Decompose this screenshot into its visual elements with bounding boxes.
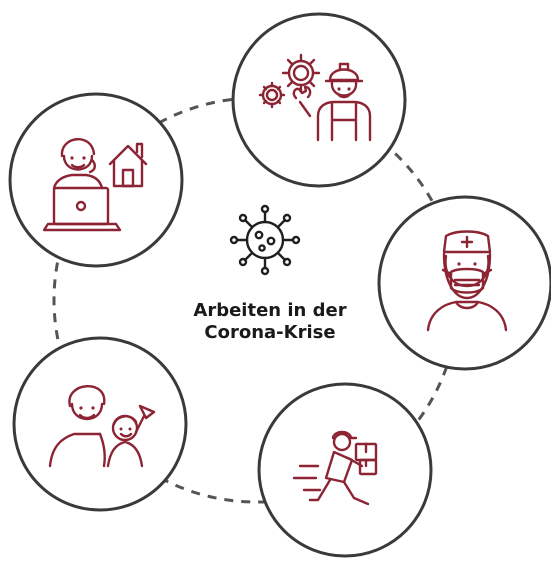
- node-craftsman: [231, 12, 407, 188]
- parent-with-child-icon: [48, 385, 156, 468]
- virus-icon: [229, 204, 301, 276]
- nurse-with-mask-icon: [426, 230, 508, 332]
- craftsman-with-gears-icon: [258, 53, 372, 142]
- center-title-line-1: Arbeiten in der: [193, 300, 347, 321]
- center-title-line-2: Corona-Krise: [204, 322, 336, 343]
- node-parent-child: [12, 336, 188, 512]
- center-title: Arbeiten in der Corona-Krise: [150, 300, 390, 344]
- home-office-laptop-icon: [42, 138, 148, 232]
- delivery-courier-icon: [292, 430, 378, 506]
- node-home-office: [8, 92, 184, 268]
- node-nurse: [377, 195, 551, 371]
- node-delivery: [257, 382, 433, 558]
